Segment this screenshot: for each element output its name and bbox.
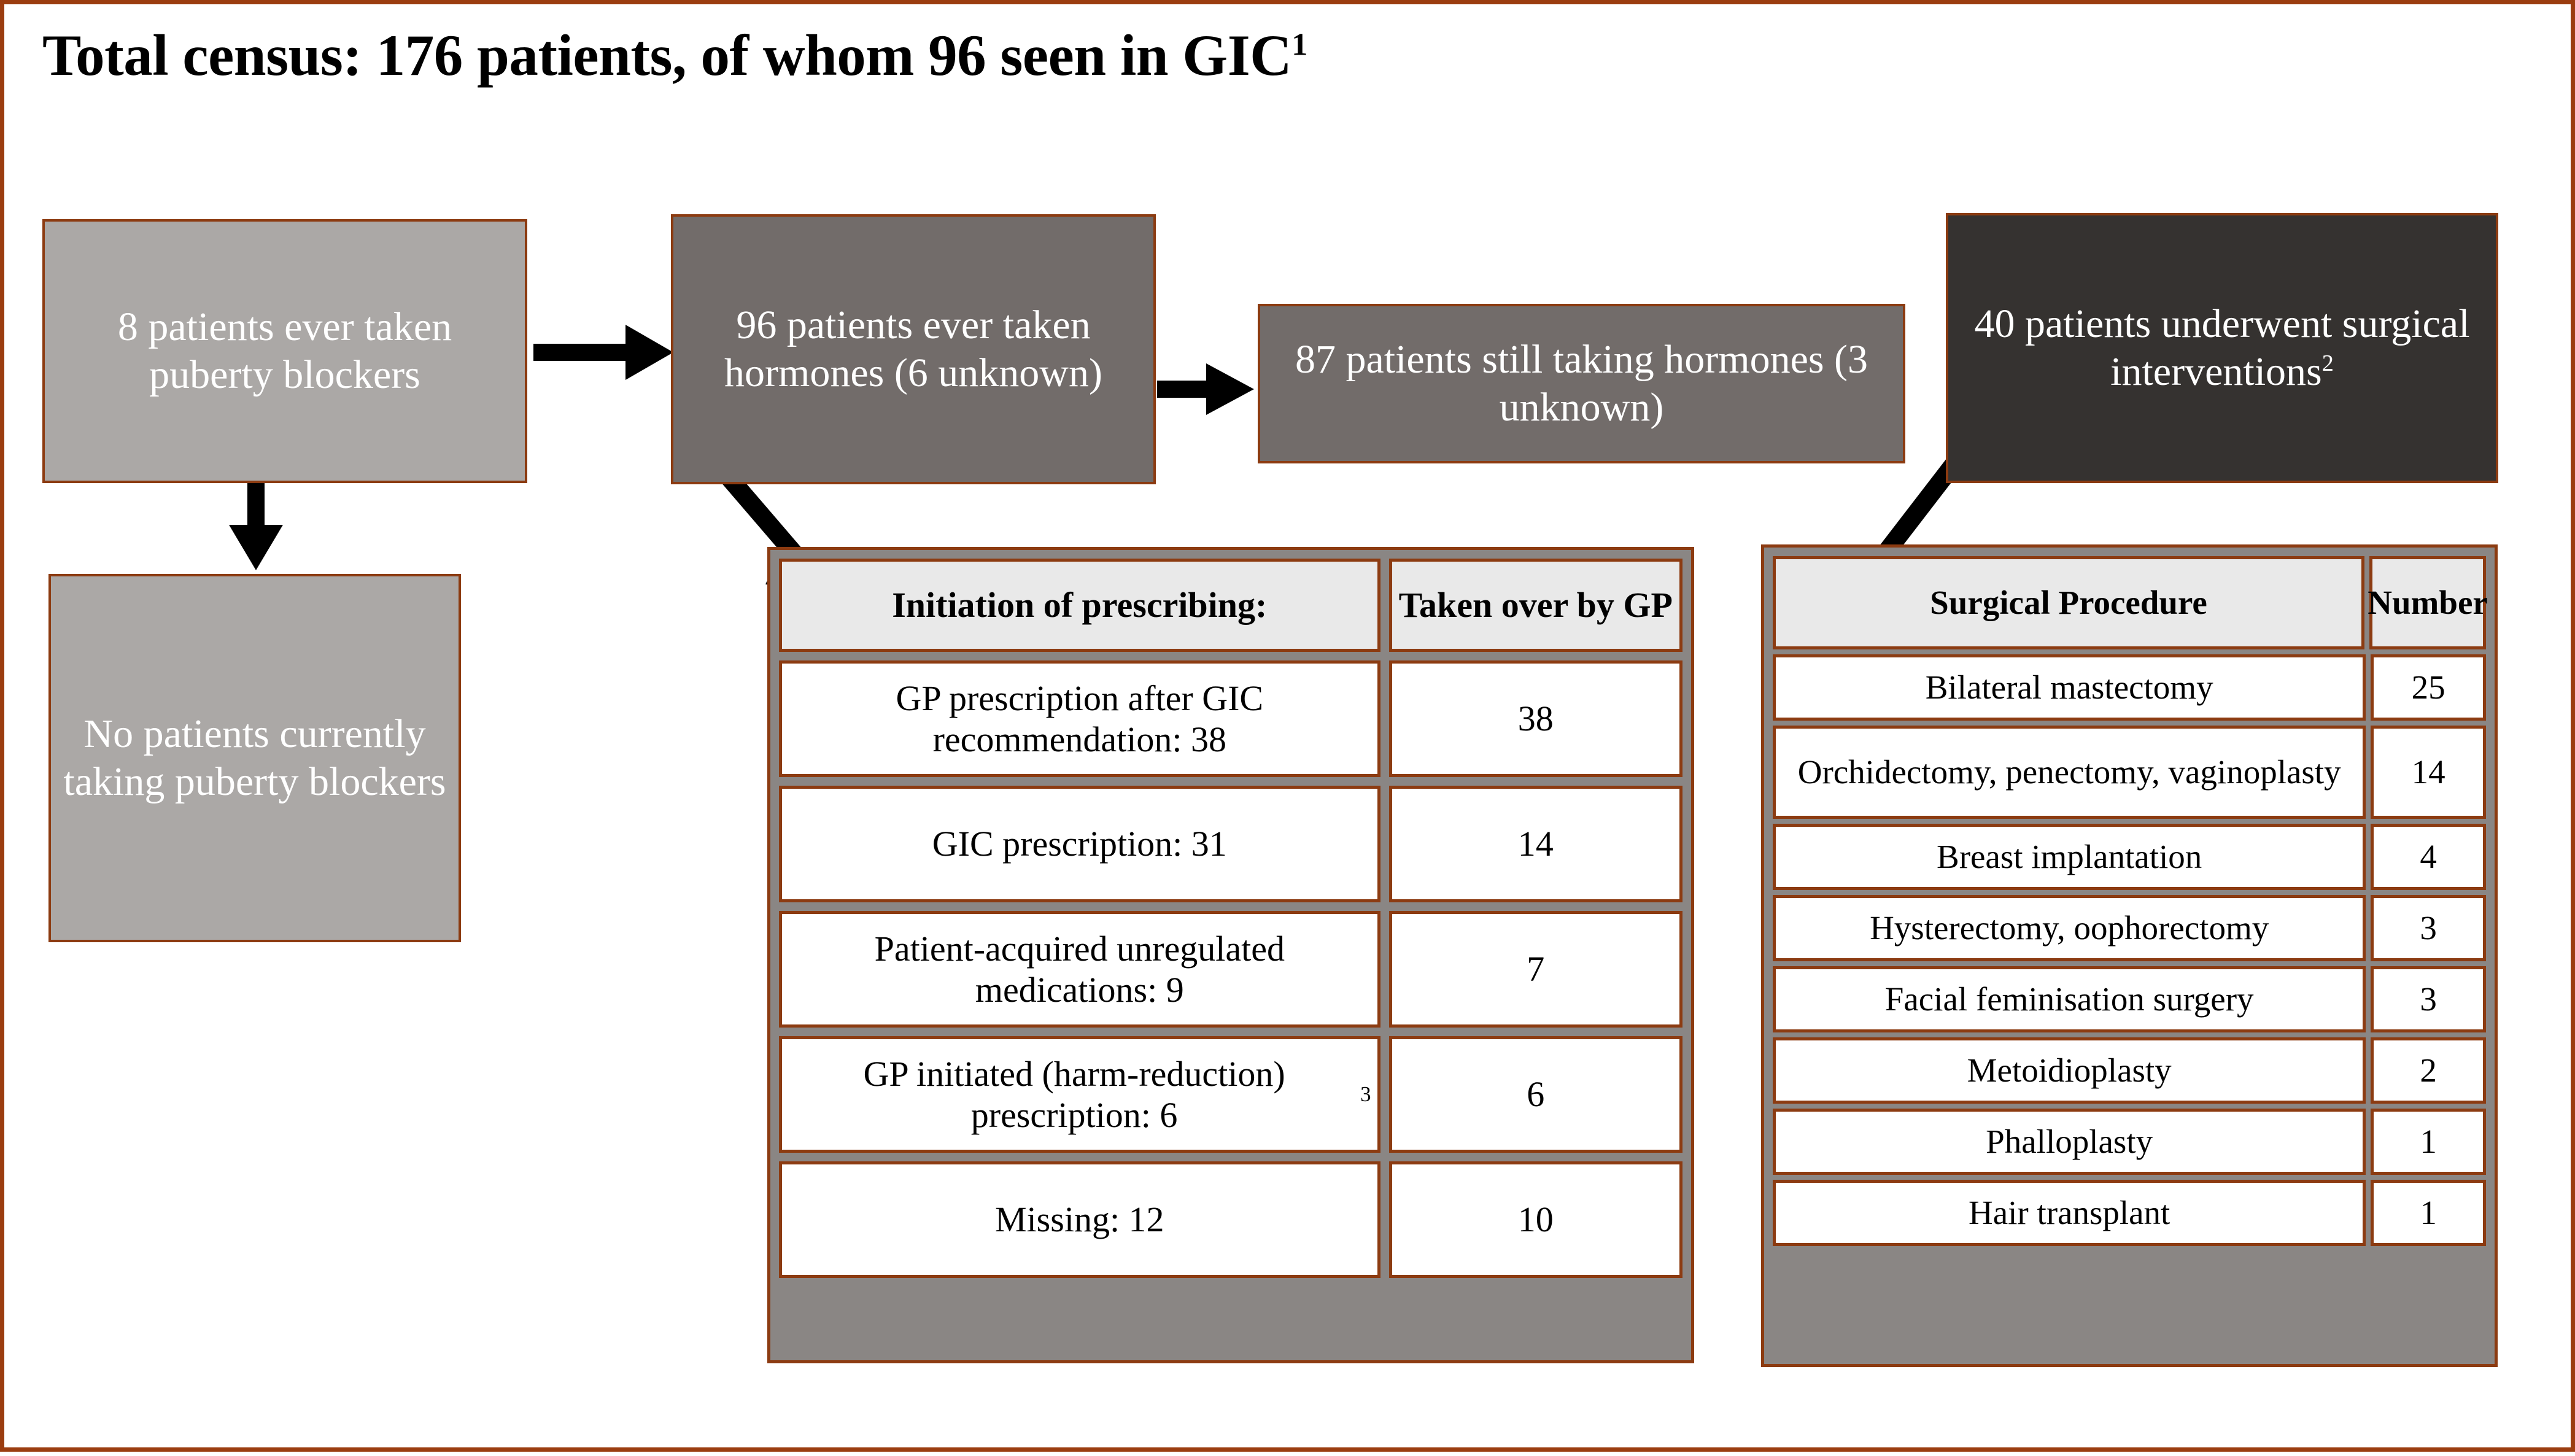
- row-label: Patient-acquired unregulated medications…: [779, 911, 1380, 1028]
- row-value: 1: [2371, 1109, 2486, 1175]
- table-row: Patient-acquired unregulated medications…: [779, 911, 1682, 1028]
- table-row: Hair transplant 1: [1773, 1180, 2486, 1246]
- row-label: Hair transplant: [1773, 1180, 2366, 1246]
- row-label: Metoidioplasty: [1773, 1037, 2366, 1104]
- row-value: 14: [2371, 726, 2486, 819]
- row-label: Phalloplasty: [1773, 1109, 2366, 1175]
- table-row: GP initiated (harm-reduction) prescripti…: [779, 1036, 1682, 1153]
- surgical-table: Surgical Procedure Number Bilateral mast…: [1761, 544, 2498, 1367]
- table-row: GP prescription after GIC recommendation…: [779, 660, 1682, 777]
- row-label: GP initiated (harm-reduction) prescripti…: [779, 1036, 1380, 1153]
- box-puberty-blockers-current-label: No patients currently taking puberty blo…: [63, 711, 446, 804]
- arrow-blockers-to-noblockers: [229, 471, 283, 570]
- box-surgical-interventions-text: 40 patients underwent surgical intervent…: [1974, 301, 2470, 394]
- table-row: Bilateral mastectomy 25: [1773, 654, 2486, 721]
- table-row: GIC prescription: 31 14: [779, 786, 1682, 902]
- row-label-superscript: 3: [1360, 1082, 1371, 1106]
- table-row: Orchidectomy, penectomy, vaginoplasty 14: [1773, 726, 2486, 819]
- row-label: GP prescription after GIC recommendation…: [779, 660, 1380, 777]
- box-puberty-blockers-ever-label: 8 patients ever taken puberty blockers: [117, 304, 452, 397]
- page-title: Total census: 176 patients, of whom 96 s…: [42, 21, 1307, 89]
- row-value: 3: [2371, 895, 2486, 961]
- box-hormones-still-taking: 87 patients still taking hormones (3 unk…: [1258, 304, 1905, 463]
- table-header-row: Initiation of prescribing: Taken over by…: [779, 559, 1682, 652]
- box-surgical-interventions-superscript: 2: [2321, 350, 2334, 376]
- row-label: Hysterectomy, oophorectomy: [1773, 895, 2366, 961]
- column-header-surgical-procedure: Surgical Procedure: [1773, 556, 2364, 649]
- box-surgical-interventions: 40 patients underwent surgical intervent…: [1946, 213, 2498, 483]
- column-header-number: Number: [2368, 556, 2488, 649]
- table-row: Metoidioplasty 2: [1773, 1037, 2486, 1104]
- row-value: 10: [1388, 1161, 1682, 1278]
- table-row: Facial feminisation surgery 3: [1773, 966, 2486, 1032]
- row-label: Bilateral mastectomy: [1773, 654, 2366, 721]
- row-value: 3: [2371, 966, 2486, 1032]
- row-value: 6: [1388, 1036, 1682, 1153]
- row-value: 2: [2371, 1037, 2486, 1104]
- page-title-superscript: 1: [1291, 26, 1307, 63]
- row-label: Orchidectomy, penectomy, vaginoplasty: [1773, 726, 2366, 819]
- box-hormones-still-taking-label: 87 patients still taking hormones (3 unk…: [1295, 337, 1868, 430]
- box-hormones-ever: 96 patients ever taken hormones (6 unkno…: [671, 214, 1156, 484]
- box-hormones-ever-label: 96 patients ever taken hormones (6 unkno…: [724, 303, 1102, 395]
- box-puberty-blockers-current: No patients currently taking puberty blo…: [48, 574, 461, 942]
- column-header-initiation: Initiation of prescribing:: [779, 559, 1380, 652]
- row-label: GIC prescription: 31: [779, 786, 1380, 902]
- table-row: Hysterectomy, oophorectomy 3: [1773, 895, 2486, 961]
- table-header-row: Surgical Procedure Number: [1773, 556, 2488, 649]
- row-value: 7: [1388, 911, 1682, 1028]
- arrow-hormones-to-still: [1157, 363, 1254, 415]
- row-value: 1: [2371, 1180, 2486, 1246]
- row-label: Missing: 12: [779, 1161, 1380, 1278]
- row-label-text: GP initiated (harm-reduction) prescripti…: [863, 1053, 1285, 1135]
- table-row: Missing: 12 10: [779, 1161, 1682, 1278]
- row-value: 4: [2371, 824, 2486, 890]
- prescribing-table: Initiation of prescribing: Taken over by…: [767, 547, 1694, 1363]
- arrow-blockers-to-hormones: [533, 325, 673, 380]
- row-value: 38: [1388, 660, 1682, 777]
- box-surgical-interventions-label: 40 patients underwent surgical intervent…: [1957, 300, 2487, 396]
- column-header-taken-over-by-gp: Taken over by GP: [1388, 559, 1682, 652]
- page-title-text: Total census: 176 patients, of whom 96 s…: [42, 23, 1292, 88]
- table-row: Phalloplasty 1: [1773, 1109, 2486, 1175]
- table-row: Breast implantation 4: [1773, 824, 2486, 890]
- row-value: 14: [1388, 786, 1682, 902]
- row-label: Breast implantation: [1773, 824, 2366, 890]
- row-value: 25: [2371, 654, 2486, 721]
- row-label: Facial feminisation surgery: [1773, 966, 2366, 1032]
- box-puberty-blockers-ever: 8 patients ever taken puberty blockers: [42, 219, 527, 483]
